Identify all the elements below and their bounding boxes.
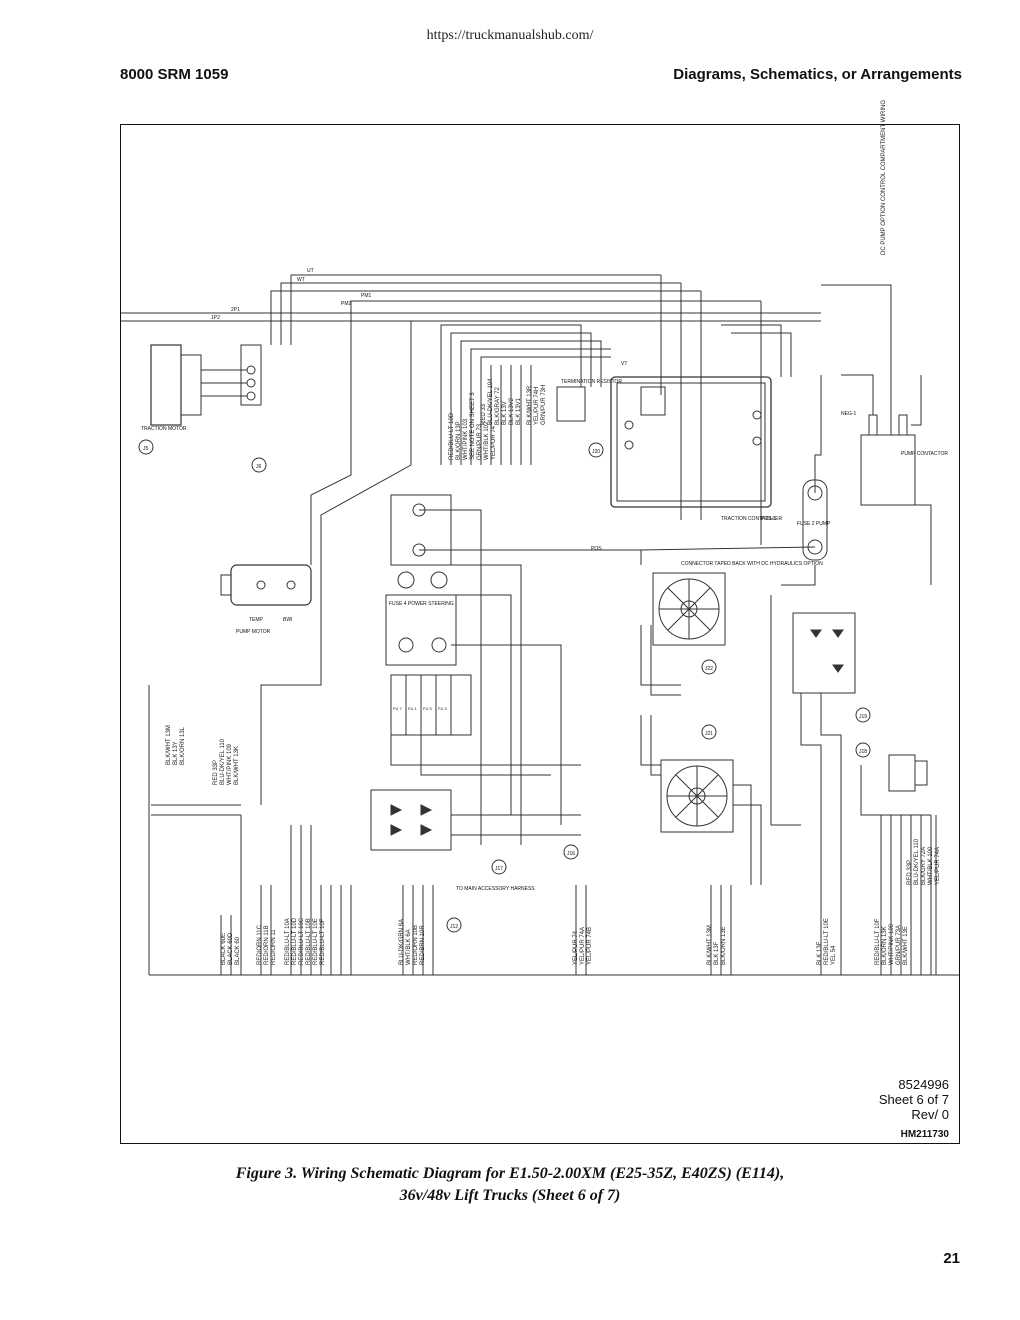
left-wire-run: [148, 301, 959, 976]
drawing-info: 8524996 Sheet 6 of 7 Rev/ 0: [879, 1077, 949, 1122]
traction-motor: J5 J6: [138, 344, 267, 473]
rectifier-module: J17 J16: [370, 789, 581, 875]
wire-group-2: RED 33P BLU-DK/YEL 110 WHT/PINK 109 BLK/…: [213, 738, 240, 785]
wire-group-10: RED/BLU-LT 10F BLK/ORN 13K WHT/PINK 109 …: [875, 918, 909, 965]
wire-group-8: BLK/WHT 13M BLK 13F BLK/ORN 13E: [707, 925, 727, 965]
wire-group-7: YEL/PUR 74 YEL/PUR 74A YEL/PUR 74B: [573, 926, 593, 965]
label-ut: UT: [307, 268, 314, 274]
wire-group-4: RED/ORN 11C RED/ORN 11B RED/ORN 11: [257, 925, 277, 965]
fuse-pump-label: FUSE 2 PUMP: [797, 521, 831, 527]
caption-line-2: 36v/48v Lift Trucks (Sheet 6 of 7): [399, 1187, 621, 1204]
pump-motor: TEMP BWI PUMP MOTOR: [220, 564, 312, 635]
sheet-number: Sheet 6 of 7: [878, 1092, 949, 1107]
label-vt: VT: [621, 361, 627, 367]
connector-j12: J12: [450, 924, 458, 930]
connector-j19: J20: [592, 449, 600, 455]
fuse-power-steering-label: FUSE 4 POWER STEERING: [389, 601, 454, 607]
top-bus-wires: [121, 274, 821, 545]
section-title: Diagrams, Schematics, or Arrangements: [673, 66, 962, 83]
label-wt: WT: [297, 277, 305, 283]
cooling-fans: J22 J21: [640, 572, 762, 885]
pump-fuse-and-contactor: FUSE 2 PUMP PUMP CONTACTOR NEG-1: [640, 284, 948, 586]
connector-j21: J21: [705, 731, 713, 737]
wire-group-3: BLACK 60E BLACK 60D BLACK 60: [221, 932, 241, 965]
wire-group-5: RED/BLU-LT 10A RED/BLU-LT 10D RED/BLU-LT…: [285, 917, 326, 965]
termination-resistor-label: TERMINATION RESISTOR: [561, 379, 622, 385]
connector-j5: J5: [143, 446, 149, 452]
pos-label: POS: [591, 546, 602, 552]
wire-group-14: BLK/WHT 13R YEL/PUR 74H GRN/PUR 73H: [527, 384, 547, 425]
connector-j22: J22: [705, 666, 713, 672]
wire-group-13: RED 33 BLU-DK/YEL 104 BLK/GRAY 72 BLK 13…: [481, 378, 522, 425]
traction-motor-label: TRACTION MOTOR: [141, 426, 187, 432]
bottom-branch-wires: J12 TO MAIN ACCESSORY HARNESS POS-1 CONN…: [220, 516, 823, 975]
hm-number: HM211730: [900, 1129, 949, 1140]
schematic-frame: J5 J6 TEMP BWI PUMP MOTOR: [120, 100, 960, 1144]
label-2p1: 2P1: [231, 307, 240, 313]
connector-j20: J19: [859, 714, 867, 720]
pos1-label: POS-1: [761, 516, 776, 522]
j18-connector: J18: [855, 742, 937, 975]
connector-j16: J16: [567, 851, 575, 857]
label-pm2: PM2: [341, 301, 352, 307]
label-1p2: 1P2: [211, 315, 220, 321]
pump-motor-temp: TEMP: [249, 617, 264, 623]
pump-motor-bwi: BWI: [283, 617, 292, 623]
wire-group-9: BLK 13F RED/BLU-LT 10E YEL 54: [817, 918, 837, 965]
pump-contactor-label: PUMP CONTACTOR: [901, 451, 948, 457]
fuse-fu3: FU 3: [438, 706, 447, 711]
connector-note: CONNECTOR TAPED BACK WITH DC HYDRAULICS …: [681, 561, 823, 567]
top-signal-labels: UT WT PM1 PM2 2P1 1P2 VT TRACTION MOTOR: [141, 268, 627, 432]
caption-line-1: Figure 3. Wiring Schematic Diagram for E…: [235, 1165, 785, 1182]
fuse-fu5: FU 5: [423, 706, 432, 711]
fuse-block: FUSE 4 POWER STEERING FU 7 FU 1 FU 5 FU …: [385, 494, 642, 845]
drawing-number: 8524996: [898, 1077, 949, 1092]
source-url[interactable]: https://truckmanualshub.com/: [426, 28, 594, 43]
traction-controller: J20 TRACTION CONTROLLER TERMINATION RESI…: [556, 376, 783, 522]
option-note: DC PUMP OPTION CONTROL COMPARTMENT WIRIN…: [881, 99, 887, 255]
connector-j17: J17: [495, 866, 503, 872]
wire-group-6: BLU-DK/GRN 8A WHT/BLK 6A RED/ORN 10B RED…: [399, 918, 426, 965]
page-number: 21: [943, 1250, 960, 1267]
wiring-schematic: J5 J6 TEMP BWI PUMP MOTOR: [121, 268, 959, 976]
main-harness-label: TO MAIN ACCESSORY HARNESS: [456, 886, 535, 892]
figure-caption: Figure 3. Wiring Schematic Diagram for E…: [100, 1163, 920, 1207]
wire-group-1: BLK/WHT 13M BLK 13Y BLK/ORN 13L: [166, 725, 186, 765]
revision: Rev/ 0: [911, 1107, 949, 1122]
connector-j6: J6: [256, 464, 262, 470]
diode-module: J19: [770, 595, 871, 975]
connector-j18: J18: [859, 749, 867, 755]
manual-number: 8000 SRM 1059: [120, 66, 229, 83]
fuse-fu7: FU 7: [393, 706, 402, 711]
controller-harness: [440, 324, 792, 465]
fuse-fu1: FU 1: [408, 706, 417, 711]
label-pm1: PM1: [361, 293, 372, 299]
wire-group-11: RED 33P BLU-DK/YEL 110 BLK/GRY 72A WHT/B…: [907, 838, 941, 885]
neg1-label: NEG-1: [841, 411, 857, 417]
pump-motor-label: PUMP MOTOR: [236, 629, 271, 635]
traction-controller-label: TRACTION CONTROLLER: [721, 516, 783, 522]
